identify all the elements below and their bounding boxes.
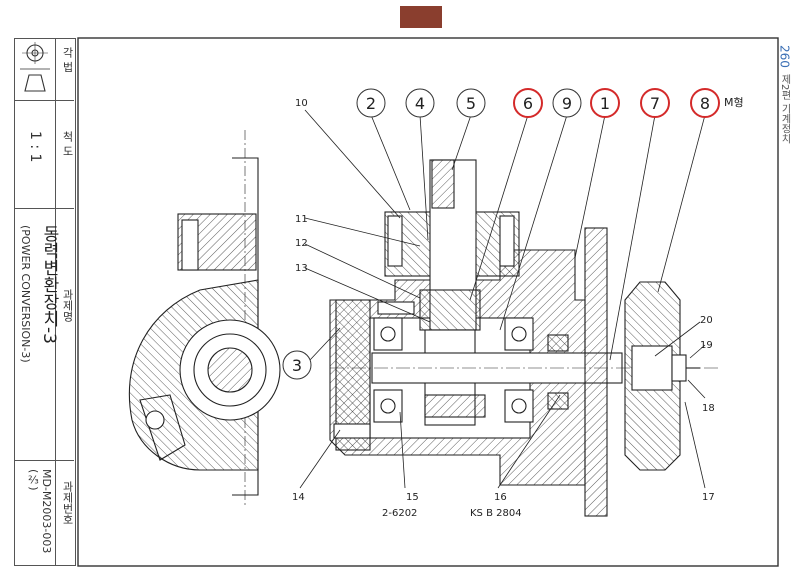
standard-note: KS B 2804 xyxy=(470,508,522,519)
balloon-3-label: 3 xyxy=(292,356,302,375)
title-korean: 동력변환장치-3 xyxy=(39,225,59,344)
scale-cell: 1 : 1 척 도 xyxy=(15,101,74,209)
drawing-frame xyxy=(77,37,779,567)
title-cell: 동력변환장치-3 (POWER CONVERSION-3) 과제명 xyxy=(15,209,74,461)
part-label-17: 17 xyxy=(702,492,715,503)
bearing-note: 2-6202 xyxy=(382,508,417,519)
belt-type-note: M형 xyxy=(724,96,744,109)
balloon-6 xyxy=(513,88,543,118)
balloon-8 xyxy=(690,88,720,118)
balloon-7-label: 7 xyxy=(650,94,660,113)
section-view xyxy=(329,159,720,517)
balloon-9 xyxy=(552,88,582,118)
title-english: (POWER CONVERSION-3) xyxy=(19,225,32,363)
balloon-group: 2 4 5 6 9 1 7 8 3 xyxy=(282,88,720,380)
balloon-4-label: 4 xyxy=(415,94,425,113)
title-label: 과제명 xyxy=(61,289,74,322)
leader-lines xyxy=(299,109,706,489)
projection-symbol-icon xyxy=(20,42,50,92)
page-tab-marker xyxy=(400,6,442,28)
balloon-8-label: 8 xyxy=(700,94,710,113)
part-label-10: 10 xyxy=(295,98,308,109)
scale-label: 척 도 xyxy=(61,131,74,157)
part-label-15: 15 xyxy=(406,492,419,503)
title-block: 각 법 1 : 1 척 도 동력변환장치-3 (POWER CONVERSION… xyxy=(14,38,76,566)
balloon-5 xyxy=(456,88,486,118)
part-label-14: 14 xyxy=(292,492,305,503)
balloon-9-label: 9 xyxy=(562,94,572,113)
part-label-19: 19 xyxy=(700,340,713,351)
page-number: 260 xyxy=(777,45,792,68)
side-view xyxy=(128,130,281,505)
part-label-12: 12 xyxy=(295,238,308,249)
part-label-18: 18 xyxy=(702,403,715,414)
part-label-13: 13 xyxy=(295,263,308,274)
balloon-7 xyxy=(640,88,670,118)
balloon-1 xyxy=(590,88,620,118)
balloon-6-label: 6 xyxy=(523,94,533,113)
chapter-label: 제2편 기계정치 xyxy=(779,73,790,144)
part-label-20: 20 xyxy=(700,315,713,326)
running-header: 260 제2편 기계정치 xyxy=(777,45,792,143)
part-label-11: 11 xyxy=(295,214,308,225)
balloon-3 xyxy=(282,350,312,380)
scale-value: 1 : 1 xyxy=(27,131,43,163)
projection-label: 각 법 xyxy=(61,47,74,73)
balloon-2-label: 2 xyxy=(366,94,376,113)
balloon-5-label: 5 xyxy=(466,94,476,113)
balloon-1-label: 1 xyxy=(600,94,610,113)
part-labels: 10 11 12 13 14 15 16 17 18 19 20 xyxy=(292,98,715,503)
drawing-number: MD-M2003-003 (⅔) xyxy=(27,469,53,554)
number-label: 과제번호 xyxy=(61,481,74,525)
number-cell: MD-M2003-003 (⅔) 과제번호 xyxy=(15,461,74,565)
projection-cell: 각 법 xyxy=(15,39,74,101)
balloon-2 xyxy=(356,88,386,118)
part-label-16: 16 xyxy=(494,492,507,503)
balloon-4 xyxy=(405,88,435,118)
